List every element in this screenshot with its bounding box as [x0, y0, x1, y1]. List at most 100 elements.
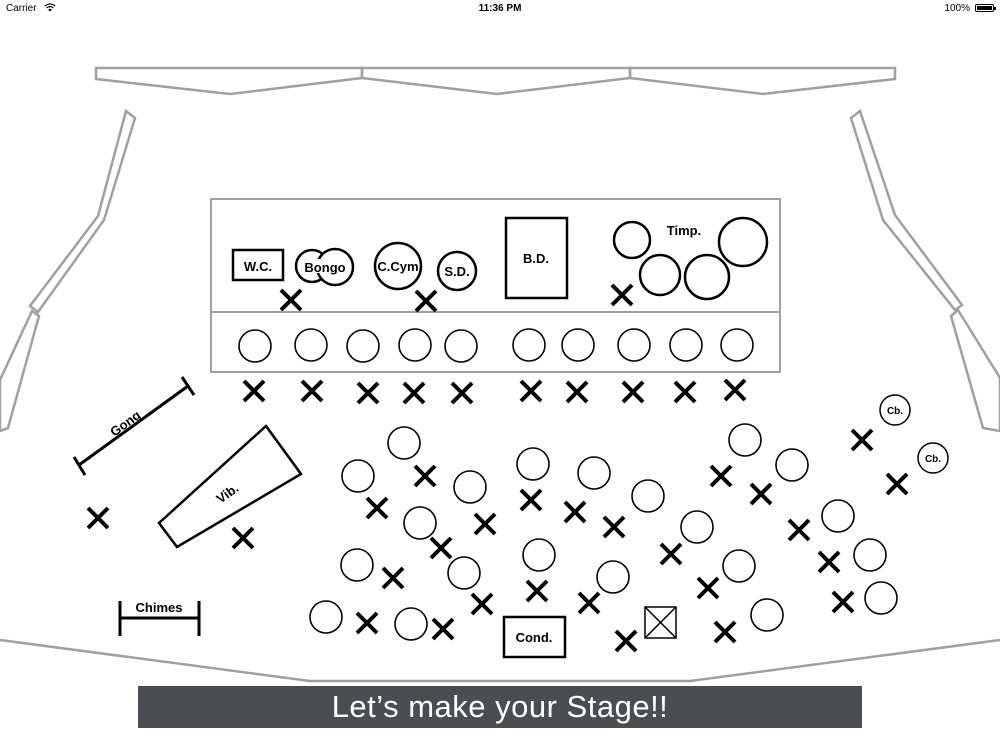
x-mark-icon[interactable] — [381, 566, 405, 590]
bongo[interactable]: Bongo — [294, 247, 355, 287]
seat-28[interactable] — [750, 598, 784, 632]
x-mark-icon[interactable] — [614, 629, 638, 653]
side-wall-right-lower — [949, 308, 1000, 433]
timpani-label: Timp. — [667, 223, 701, 238]
x-mark-icon[interactable] — [402, 381, 426, 405]
x-mark-icon[interactable] — [563, 500, 587, 524]
seat-14[interactable] — [403, 506, 437, 540]
gong[interactable]: Gong — [72, 376, 196, 476]
seat-22[interactable] — [522, 538, 556, 572]
x-mark-icon[interactable] — [279, 288, 303, 312]
wind-chimes[interactable]: W.C. — [231, 248, 285, 282]
x-mark-icon[interactable] — [602, 515, 626, 539]
chimes[interactable]: Chimes — [118, 600, 201, 636]
seat-15[interactable] — [340, 548, 374, 582]
bass-drum-label: B.D. — [523, 251, 549, 266]
bass-drum[interactable]: B.D. — [504, 216, 569, 300]
contrabass-2-shape — [917, 442, 949, 474]
seat-19[interactable] — [516, 447, 550, 481]
x-mark-icon[interactable] — [525, 579, 549, 603]
seat-20[interactable] — [577, 456, 611, 490]
seat-29[interactable] — [821, 499, 855, 533]
contrabass-1[interactable]: Cb. — [879, 394, 911, 426]
x-mark-icon[interactable] — [659, 542, 683, 566]
x-mark-icon[interactable] — [470, 592, 494, 616]
x-mark-icon[interactable] — [787, 518, 811, 542]
seat-5[interactable] — [444, 329, 478, 363]
x-mark-icon[interactable] — [723, 378, 747, 402]
x-mark-icon[interactable] — [850, 428, 874, 452]
x-mark-icon[interactable] — [365, 496, 389, 520]
side-wall-right-upper — [849, 108, 964, 312]
seat-24[interactable] — [728, 423, 762, 457]
conductor-label: Cond. — [516, 630, 553, 645]
seat-12[interactable] — [341, 459, 375, 493]
x-mark-icon[interactable] — [473, 512, 497, 536]
x-mark-icon[interactable] — [621, 380, 645, 404]
x-mark-icon[interactable] — [565, 380, 589, 404]
x-mark-icon[interactable] — [86, 506, 110, 530]
battery-icon — [975, 4, 996, 12]
seat-2[interactable] — [294, 328, 328, 362]
x-mark-icon[interactable] — [831, 590, 855, 614]
x-mark-icon[interactable] — [431, 617, 455, 641]
x-mark-icon[interactable] — [696, 576, 720, 600]
seat-9[interactable] — [669, 328, 703, 362]
x-mark-icon[interactable] — [713, 620, 737, 644]
x-mark-icon[interactable] — [450, 381, 474, 405]
x-mark-icon[interactable] — [817, 550, 841, 574]
seat-27[interactable] — [722, 549, 756, 583]
seat-31[interactable] — [864, 581, 898, 615]
x-mark-icon[interactable] — [356, 381, 380, 405]
seat-1[interactable] — [238, 329, 272, 363]
seat-17[interactable] — [309, 600, 343, 634]
riser-lower — [210, 311, 781, 373]
x-mark-icon[interactable] — [709, 464, 733, 488]
seat-21[interactable] — [631, 479, 665, 513]
seat-4[interactable] — [398, 328, 432, 362]
contrabass-2[interactable]: Cb. — [917, 442, 949, 474]
seat-26[interactable] — [680, 510, 714, 544]
conductor[interactable]: Cond. — [502, 615, 567, 659]
seat-10[interactable] — [720, 328, 754, 362]
seat-11[interactable] — [387, 426, 421, 460]
crash-cymbal[interactable]: C.Cym — [373, 241, 423, 291]
x-mark-icon[interactable] — [673, 380, 697, 404]
x-mark-icon[interactable] — [577, 591, 601, 615]
snare-drum-label: S.D. — [444, 264, 469, 279]
timpani-drum-2 — [638, 253, 682, 297]
stage-banner[interactable]: Let’s make your Stage!! — [138, 686, 862, 728]
seat-30[interactable] — [853, 538, 887, 572]
x-mark-icon[interactable] — [300, 379, 324, 403]
x-mark-icon[interactable] — [610, 283, 634, 307]
x-mark-icon[interactable] — [242, 379, 266, 403]
x-mark-icon[interactable] — [519, 488, 543, 512]
snare-drum[interactable]: S.D. — [436, 250, 478, 292]
vibraphone[interactable]: Vib. — [157, 424, 303, 549]
x-mark-icon[interactable] — [355, 611, 379, 635]
seat-16[interactable] — [447, 556, 481, 590]
seat-18[interactable] — [394, 607, 428, 641]
seat-6[interactable] — [512, 328, 546, 362]
seat-7[interactable] — [561, 328, 595, 362]
x-mark-icon[interactable] — [231, 526, 255, 550]
seat-23[interactable] — [596, 560, 630, 594]
seat-25[interactable] — [775, 448, 809, 482]
battery-percentage: 100% — [944, 3, 970, 14]
podium-diagonal-2 — [644, 606, 677, 639]
x-mark-icon[interactable] — [519, 379, 543, 403]
instruments: W.C. Bongo C.Cym S.D. B.D. Timp. — [231, 216, 769, 301]
conductor-podium-icon[interactable] — [644, 606, 677, 639]
x-mark-icon[interactable] — [885, 472, 909, 496]
x-mark-icon[interactable] — [429, 536, 453, 560]
x-mark-icon[interactable] — [749, 482, 773, 506]
gong-label: Gong — [107, 407, 143, 439]
seat-3[interactable] — [346, 329, 380, 363]
seat-13[interactable] — [453, 470, 487, 504]
seat-8[interactable] — [617, 328, 651, 362]
x-mark-icon[interactable] — [414, 289, 438, 313]
chimes-label: Chimes — [136, 600, 183, 615]
timpani[interactable]: Timp. — [612, 216, 769, 301]
x-mark-icon[interactable] — [413, 464, 437, 488]
